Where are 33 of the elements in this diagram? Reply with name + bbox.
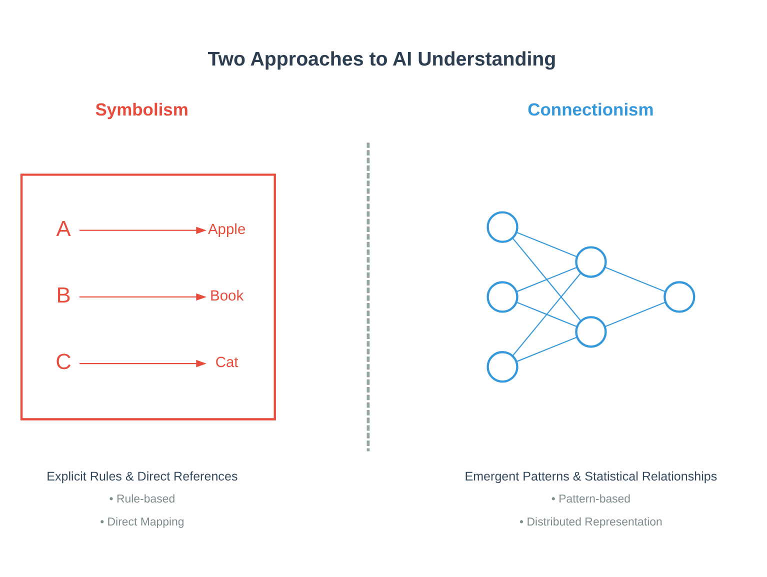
cluster — [20, 174, 276, 420]
connector — [512, 272, 582, 356]
node-text: Cat — [215, 355, 238, 372]
arrow — [80, 293, 207, 301]
node-text: B — [56, 282, 71, 308]
connector — [516, 232, 578, 258]
label: Connectionism — [528, 99, 654, 120]
arrow — [80, 360, 207, 368]
node-circle — [575, 246, 607, 278]
node-text: Book — [210, 288, 244, 305]
label: • Pattern-based — [551, 494, 631, 506]
node-text: Apple — [208, 222, 246, 238]
connector — [604, 302, 666, 328]
node-text: C — [56, 349, 72, 374]
connector — [512, 238, 582, 322]
label: Emergent Patterns & Statistical Relationships — [464, 470, 718, 484]
connector — [604, 266, 666, 292]
node-circle — [486, 281, 518, 313]
connector — [516, 336, 578, 362]
node-circle — [486, 351, 518, 383]
arrow — [80, 226, 207, 234]
node-text: A — [56, 216, 71, 241]
label: • Distributed Representation — [520, 516, 662, 529]
node-circle — [575, 316, 607, 348]
label: Symbolism — [95, 99, 188, 120]
label: Explicit Rules & Direct References — [46, 470, 238, 484]
diagram-title: Two Approaches to AI Understanding — [208, 48, 556, 70]
node-circle — [486, 211, 518, 243]
label: • Rule-based — [109, 494, 176, 506]
connector — [516, 266, 578, 292]
connector — [516, 302, 578, 328]
node-circle — [664, 281, 696, 313]
label: • Direct Mapping — [100, 516, 184, 529]
